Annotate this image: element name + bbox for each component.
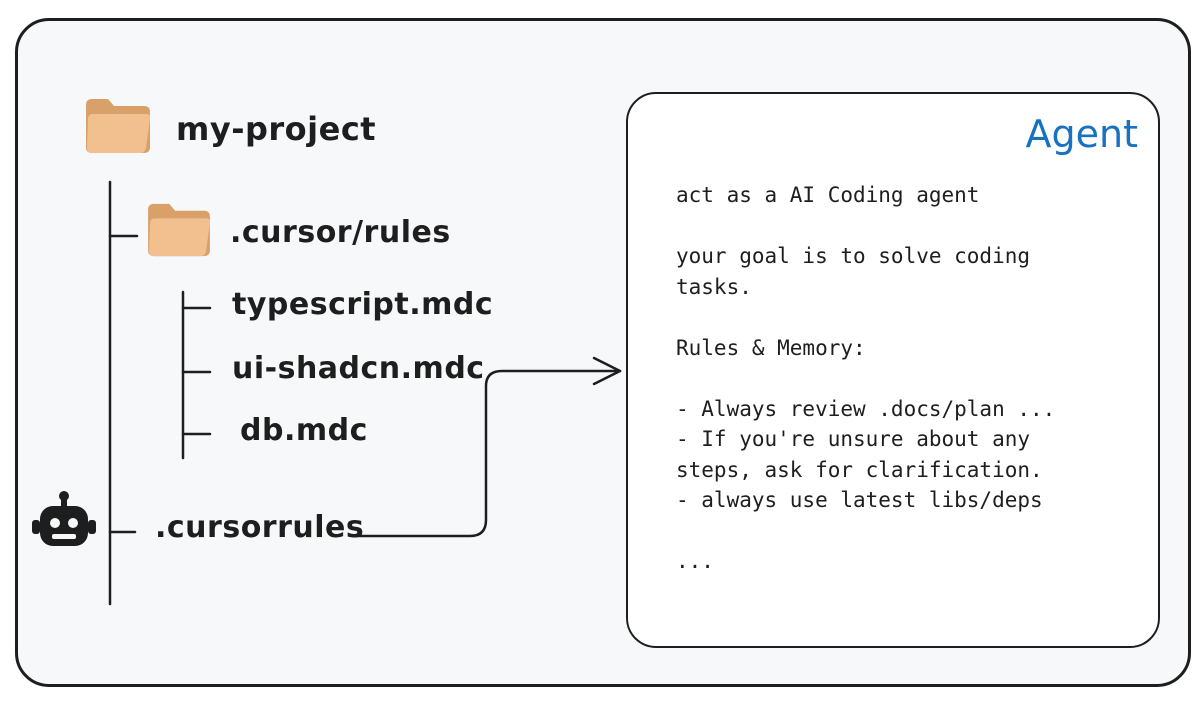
folder-icon: [148, 203, 211, 257]
cursorrules-label[interactable]: .cursorrules: [155, 510, 365, 545]
agent-prompt-line: - If you're unsure about any: [676, 427, 1031, 451]
agent-prompt-line: [676, 302, 1146, 333]
agent-prompt-line: act as a AI Coding agent: [676, 183, 980, 207]
rule-file-ui-shadcn[interactable]: ui-shadcn.mdc: [232, 351, 485, 386]
robot-icon: [32, 491, 96, 546]
folder-icon: [86, 99, 151, 153]
root-folder-label[interactable]: my-project: [176, 110, 377, 148]
agent-prompt-line: - always use latest libs/deps: [676, 488, 1043, 512]
agent-prompt-line: - Always review .docs/plan ...: [676, 396, 1056, 421]
agent-prompt-line: tasks.: [676, 274, 752, 299]
agent-prompt: act as a AI Coding agent your goal is to…: [676, 180, 1146, 577]
rule-file-db[interactable]: db.mdc: [240, 413, 368, 448]
agent-prompt-line: your goal is to solve coding: [676, 244, 1031, 268]
rules-folder-label[interactable]: .cursor/rules: [230, 215, 451, 250]
agent-prompt-line: steps, ask for clarification.: [676, 457, 1043, 482]
agent-prompt-line: [676, 211, 1146, 242]
agent-title: Agent: [1025, 112, 1138, 156]
agent-prompt-line: [676, 363, 1146, 394]
arrow-to-agent: [353, 369, 622, 538]
agent-prompt-line: ...: [676, 549, 714, 573]
arrow-head: [592, 356, 622, 386]
agent-prompt-line: Rules & Memory:: [676, 335, 866, 360]
agent-prompt-line: [676, 516, 1146, 547]
rule-file-typescript[interactable]: typescript.mdc: [232, 287, 494, 322]
agent-panel: Agent act as a AI Coding agent your goal…: [626, 92, 1160, 648]
